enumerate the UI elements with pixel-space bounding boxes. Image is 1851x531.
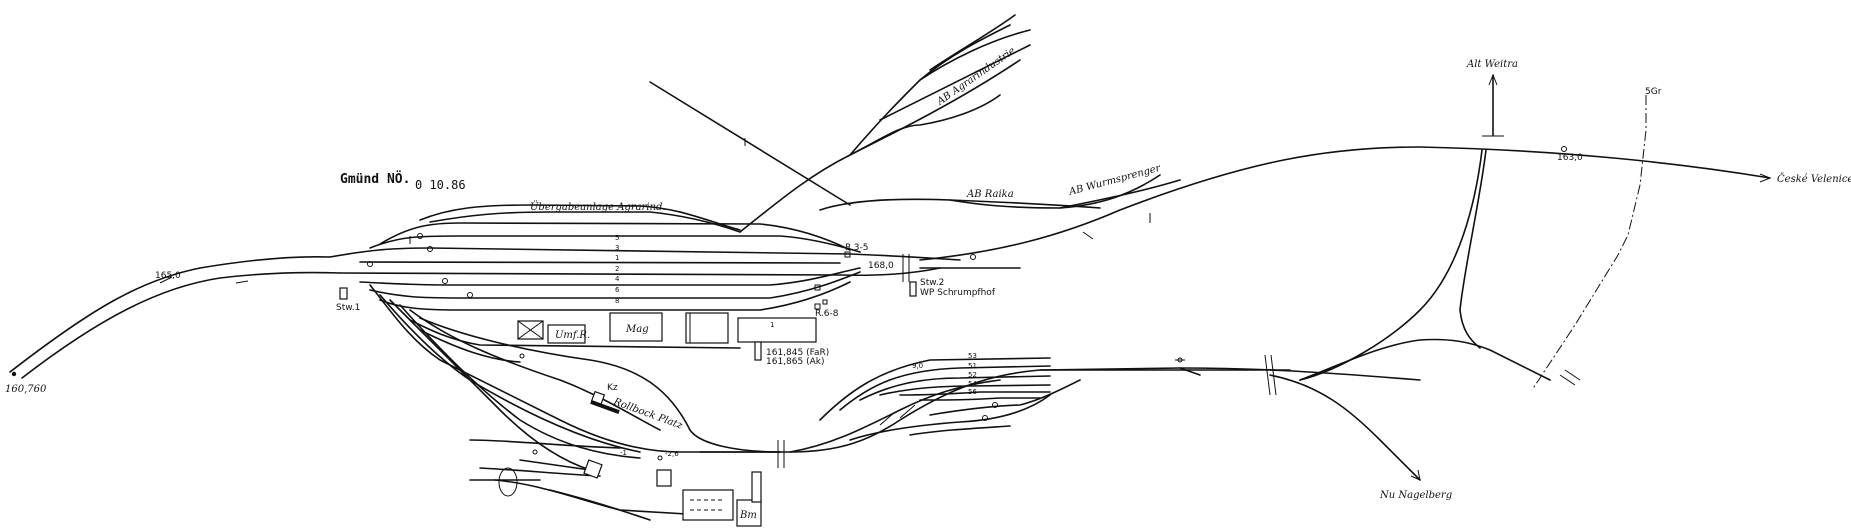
- lower-buildings: Kz Rollbock Platz -1 -2,6 Bm: [469, 353, 762, 527]
- svg-text:Bm: Bm: [739, 510, 757, 521]
- svg-text:Mag: Mag: [625, 324, 649, 335]
- km-160760: 160,760: [5, 384, 47, 395]
- svg-text:51: 51: [968, 362, 977, 370]
- alt-weitra-branch: Alt Weitra: [1299, 59, 1551, 381]
- stellwerk-2: Stw.2 WP Schrumpfhof: [902, 254, 996, 298]
- plan-date: 0 10.86: [415, 178, 466, 192]
- svg-text:56: 56: [968, 388, 977, 396]
- lower-yard: 53 51 52 54 56 9,0 Nu Nagelberg: [369, 284, 1452, 501]
- dest-ceske-velenice: České Velenice: [1777, 173, 1851, 185]
- dest-nagelberg: Nu Nagelberg: [1379, 490, 1452, 501]
- km-163: 163,0: [1557, 153, 1583, 163]
- uebergabe-label: Übergabeanlage Agrarind.: [530, 201, 666, 213]
- svg-text:53: 53: [968, 352, 977, 360]
- svg-text:-2,6: -2,6: [665, 450, 679, 458]
- svg-text:5Gr: 5Gr: [1645, 87, 1662, 97]
- track-no-1: 1: [615, 254, 619, 262]
- agrarindustrie-label: AB Agrarindustrie: [935, 45, 1018, 108]
- main-line-west: [9, 255, 341, 379]
- svg-text:161,865 (Ak): 161,865 (Ak): [766, 357, 824, 367]
- main-yard: 5 3 1 2 4 6 8 Übergabeanlage Agrarind. R…: [329, 201, 961, 319]
- svg-text:Stw.2: Stw.2: [920, 278, 944, 288]
- track-no-4: 4: [615, 275, 620, 283]
- svg-text:Umf.R.: Umf.R.: [555, 330, 590, 341]
- wurmsprenger-label: AB Wurmsprenger: [1067, 163, 1163, 199]
- svg-text:Rollbock Platz: Rollbock Platz: [611, 396, 684, 432]
- track-no-6: 6: [615, 286, 620, 294]
- goods-buildings: Umf.R. Mag 1 161,845 (FaR) 161,865 (Ak): [517, 312, 829, 367]
- raika-label: AB Raika: [966, 189, 1014, 200]
- signal-r35: R.3-5: [845, 243, 869, 253]
- km-165: 165,0: [155, 271, 181, 281]
- main-line-east: České Velenice 163,0: [919, 146, 1851, 269]
- signal-r68: R.6-8: [815, 309, 839, 319]
- stellwerk-1: Stw.1: [336, 287, 360, 313]
- border-line: 5Gr: [1531, 87, 1662, 391]
- svg-text:WP Schrumpfhof: WP Schrumpfhof: [920, 288, 996, 298]
- svg-text:52: 52: [968, 371, 977, 379]
- track-no-3: 3: [615, 244, 619, 252]
- svg-text:1: 1: [770, 321, 774, 329]
- track-no-8: 8: [615, 297, 619, 305]
- svg-text:-1: -1: [620, 449, 627, 457]
- svg-text:161,845 (FaR): 161,845 (FaR): [766, 348, 829, 358]
- km-168: 168,0: [868, 261, 894, 271]
- track-no-5: 5: [615, 234, 619, 242]
- dest-alt-weitra: Alt Weitra: [1466, 59, 1518, 70]
- station-title: Gmünd NÖ.: [340, 171, 410, 187]
- svg-text:Stw.1: Stw.1: [336, 303, 360, 313]
- north-sidings: AB Agrarindustrie AB Raika AB Wurmspreng…: [649, 14, 1181, 233]
- svg-text:Kz: Kz: [607, 383, 618, 393]
- svg-text:9,0: 9,0: [912, 362, 923, 370]
- track-no-2: 2: [615, 265, 619, 273]
- svg-text:54: 54: [968, 380, 977, 388]
